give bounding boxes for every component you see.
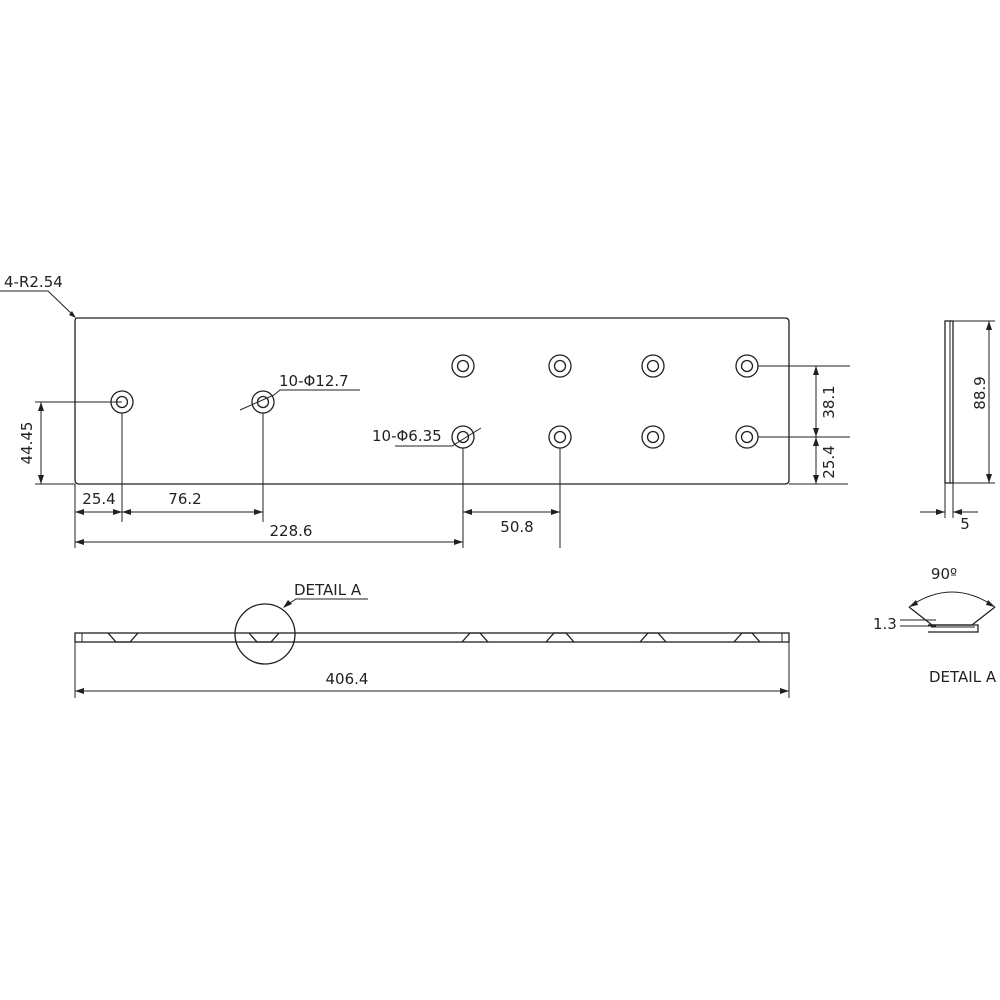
large-hole-label: 10-Φ12.7: [279, 372, 349, 390]
hole: [548, 354, 572, 378]
plate-width-dimension: 88.9: [971, 321, 992, 483]
countersink: [107, 632, 139, 643]
hole: [451, 354, 475, 378]
row-spacing-dimension: 38.1: [813, 366, 838, 437]
countersink-profile: [908, 606, 996, 626]
hole: [735, 354, 759, 378]
plate-length-dimension: 406.4: [74, 642, 790, 698]
first-hole-offset-label: 25.4: [82, 490, 115, 508]
detail-a-title: DETAIL A: [929, 668, 997, 686]
bottom-row-offset-dimension: 25.4: [813, 437, 838, 484]
large-hole: [251, 390, 275, 414]
large-hole-pitch-label: 76.2: [168, 490, 201, 508]
front-view: DETAIL A 406.4: [74, 581, 790, 698]
hole: [735, 425, 759, 449]
detail-a-circle: [234, 603, 296, 665]
row-spacing-label: 38.1: [820, 385, 838, 418]
corner-radius-label: 4-R2.54: [4, 273, 63, 291]
small-hole-label: 10-Φ6.35: [372, 427, 442, 445]
plate-outline: [74, 317, 790, 485]
small-hole-leader: [395, 427, 482, 447]
first-hole-offset-dimension: 25.4: [75, 490, 122, 515]
small-hole-pitch-label: 50.8: [500, 518, 533, 536]
hole: [641, 425, 665, 449]
hole: [641, 354, 665, 378]
plate-edge: [944, 320, 954, 484]
small-hole-pitch-dimension: 50.8: [463, 509, 560, 536]
large-hole-pitch-dimension: 76.2: [122, 490, 263, 515]
plate-front: [74, 632, 790, 643]
large-hole-leader: [239, 389, 360, 411]
hole-height-dimension: 44.45: [18, 401, 122, 485]
detail-a-leader: [283, 598, 368, 608]
plate-length-label: 406.4: [326, 670, 369, 688]
plate-width-label: 88.9: [971, 376, 989, 409]
hole-height-label: 44.45: [18, 422, 36, 465]
detail-a-view: 90º 1.3 DETAIL A: [873, 565, 997, 686]
side-view: 88.9 5: [920, 320, 995, 533]
plate-thickness-label: 5: [960, 515, 970, 533]
countersink-depth-label: 1.3: [873, 615, 897, 633]
countersink-angle-label: 90º: [931, 565, 957, 583]
countersink: [639, 632, 667, 643]
countersink-angle-arc: [908, 591, 996, 608]
detail-a-callout: DETAIL A: [294, 581, 362, 599]
corner-radius-leader: [0, 290, 75, 317]
hole: [451, 425, 475, 449]
countersink: [545, 632, 575, 643]
countersink: [461, 632, 489, 643]
small-hole-start-dimension: 228.6: [75, 522, 463, 545]
countersink: [248, 632, 280, 643]
bottom-row-offset-label: 25.4: [820, 445, 838, 478]
countersink: [733, 632, 761, 643]
plate-thickness-dimension: 5: [920, 509, 978, 533]
small-hole-start-label: 228.6: [270, 522, 313, 540]
top-view: 4-R2.54 10-Φ12.7 10-Φ6.35 44.45 25.4: [0, 273, 850, 548]
hole: [548, 425, 572, 449]
